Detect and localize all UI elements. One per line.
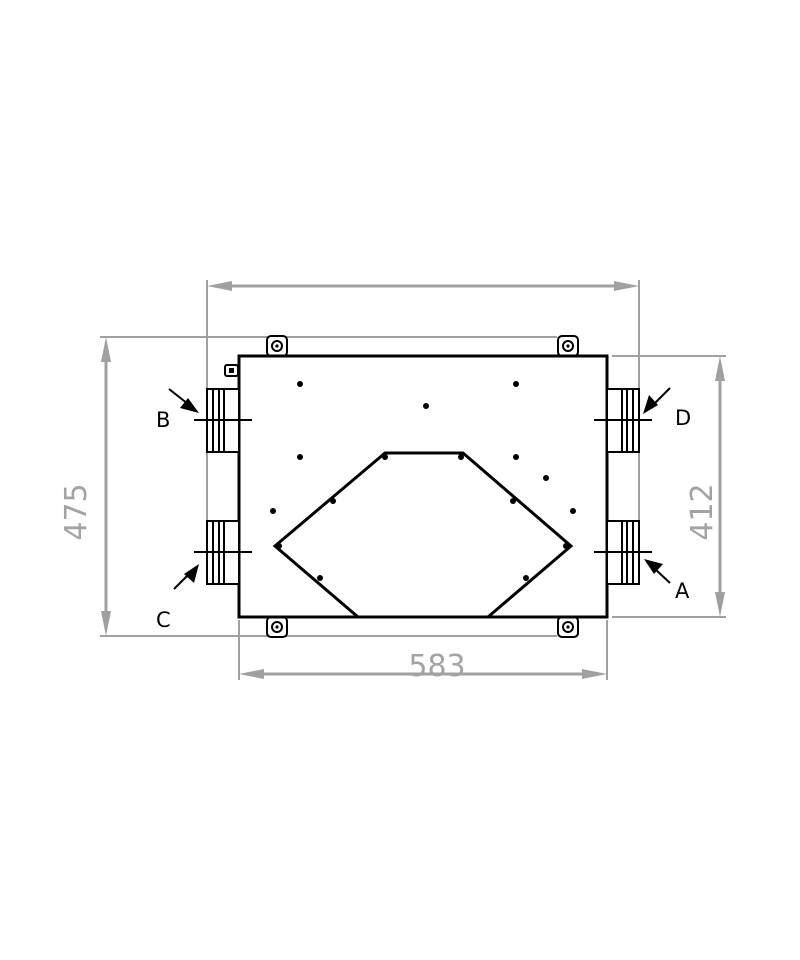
flow-arrow-a [644, 559, 671, 584]
port-label-b: B [156, 408, 170, 432]
mounting-bracket-top-left [266, 335, 288, 357]
dimension-height-body-label: 412 [685, 483, 720, 540]
flow-arrow-b [168, 388, 199, 413]
port-label-c: C [156, 608, 171, 632]
housing-screws [270, 381, 576, 581]
unit-housing [237, 354, 609, 619]
duct-port-d [594, 388, 652, 453]
duct-port-b [194, 388, 252, 453]
mounting-bracket-top-right [557, 335, 579, 357]
dimension-height-total-label: 475 [59, 483, 94, 540]
flow-arrow-c [173, 564, 199, 590]
dimension-height-total: 475 [59, 336, 557, 637]
duct-port-c [194, 520, 252, 585]
mounting-bracket-bottom-right [557, 616, 579, 638]
port-label-a: A [675, 579, 690, 603]
connector-tab [224, 364, 239, 377]
dimension-height-body: 412 [612, 355, 726, 618]
heat-exchanger-outline [272, 451, 574, 619]
port-label-d: D [675, 406, 691, 430]
flow-arrow-d [643, 387, 671, 414]
duct-port-a [594, 520, 652, 585]
dimension-width-body-label: 583 [408, 649, 465, 684]
mounting-bracket-bottom-left [266, 616, 288, 638]
dimension-width-body: 583 [238, 620, 608, 684]
